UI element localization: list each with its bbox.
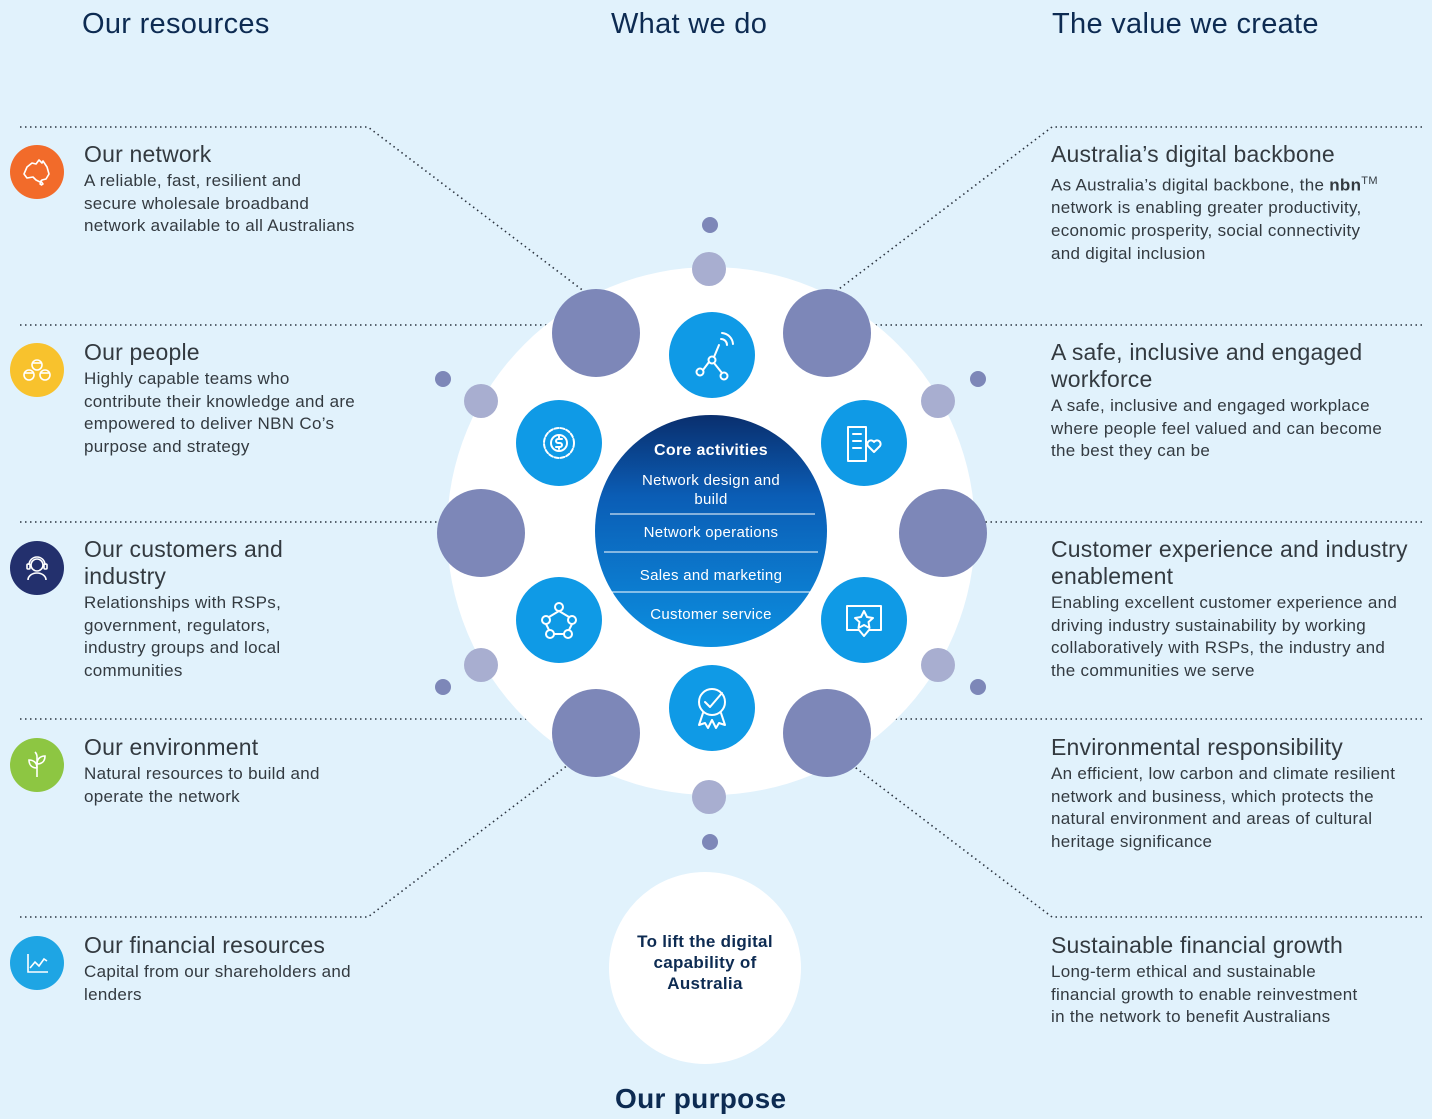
headset-person-icon [10,541,64,595]
medium-circle-lower-right [921,648,955,682]
value-customer-experience: Customer experience and industry enablem… [1051,536,1421,683]
connector-left-5 [20,751,586,918]
network-signal-icon [669,312,755,398]
value-environmental: Environmental responsibility An efficien… [1051,734,1421,854]
value-title: Sustainable financial growth [1051,932,1343,958]
line-chart-icon [10,936,64,990]
large-circle-right [899,489,987,577]
large-circle-bottom-right [783,689,871,777]
resource-title: Our network [84,141,212,167]
award-check-icon [669,665,755,751]
medium-circle-lower-left [464,648,498,682]
australia-map-icon [10,145,64,199]
leaf-plant-icon [10,738,64,792]
medium-circle-upper-left [464,384,498,418]
people-hardhats-icon [10,343,64,397]
building-heart-icon [821,400,907,486]
what-we-do-heading: What we do [611,8,768,40]
value-heading: The value we create [1052,8,1319,40]
medium-circle-upper-right [921,384,955,418]
small-dots [435,217,986,850]
building-heart-glyph [847,426,882,462]
value-title: Australia’s digital backbone [1051,141,1335,167]
resource-network: Our network A reliable, fast, resilient … [84,141,374,238]
resource-title: Our environment [84,734,259,760]
small-dot-lower-right [970,679,986,695]
value-digital-backbone: Australia’s digital backbone As Australi… [1051,141,1411,265]
nbn-brand: nbn [1329,175,1362,195]
core-item-network-operations: Network operations [643,524,779,541]
resource-description: Relationships with RSPs, government, reg… [84,593,282,681]
purpose-statement: To lift the digital capability of Austra… [637,932,773,993]
network-signal-glyph [695,332,734,381]
small-dot-bottom [702,834,718,850]
resource-description: A reliable, fast, resilient and secure w… [84,171,355,236]
value-description: Enabling excellent customer experience a… [1051,593,1398,681]
large-circle-top-right [783,289,871,377]
small-dot-upper-left [435,371,451,387]
core-dividers [604,513,818,593]
resource-financial: Our financial resources Capital from our… [84,932,374,1006]
resource-description: Capital from our shareholders and lender… [84,962,351,1004]
value-description: Long-term ethical and sustainable financ… [1051,962,1358,1027]
core-item-network-design: Network design and build [642,472,780,508]
people-network-icon [516,577,602,663]
core-item-customer-service: Customer service [650,606,772,623]
small-dot-lower-left [435,679,451,695]
gear-dollar-glyph [543,427,575,459]
resource-description: Highly capable teams who contribute thei… [84,369,356,457]
connector-right-5 [834,751,1422,918]
award-check-glyph [698,688,726,729]
resources-heading: Our resources [82,8,270,40]
resource-people: Our people Highly capable teams who cont… [84,339,374,459]
value-description: An efficient, low carbon and climate res… [1051,764,1396,852]
speech-star-glyph [846,605,882,637]
purpose-heading: Our purpose [615,1083,787,1114]
speech-star-icon [821,577,907,663]
core-item-sales-marketing: Sales and marketing [639,567,783,584]
large-circles [437,289,987,777]
resource-title: Our financial resources [84,932,326,958]
connector-right-1 [834,126,1422,293]
value-workforce: A safe, inclusive and engaged workforce … [1051,339,1421,463]
large-circle-left [437,489,525,577]
small-dot-top [702,217,718,233]
purpose-circle [609,872,801,1064]
core-activities-title: Core activities [654,442,768,459]
resource-title: Our people [84,339,200,365]
large-circle-top-left [552,289,640,377]
value-title: A safe, inclusive and engaged workforce [1051,339,1363,392]
core-activities-circle [595,415,827,647]
value-description: A safe, inclusive and engaged workplace … [1051,396,1383,461]
connector-lines [20,126,1422,918]
small-dot-upper-right [970,371,986,387]
resource-environment: Our environment Natural resources to bui… [84,734,374,808]
value-title: Environmental responsibility [1051,734,1343,760]
value-title: Customer experience and industry enablem… [1051,536,1408,589]
medium-circle-top [692,252,726,286]
large-circle-bottom-left [552,689,640,777]
resource-customers: Our customers and industry Relationships… [84,536,329,683]
medium-circles [464,252,955,814]
resource-title: Our customers and industry [84,536,283,589]
connector-left-1 [20,126,586,293]
people-network-glyph [541,602,577,639]
medium-circle-bottom [692,780,726,814]
value-description: As Australia’s digital backbone, the nbn… [1051,175,1378,263]
value-financial-growth: Sustainable financial growth Long-term e… [1051,932,1421,1029]
resource-description: Natural resources to build and operate t… [84,764,320,806]
